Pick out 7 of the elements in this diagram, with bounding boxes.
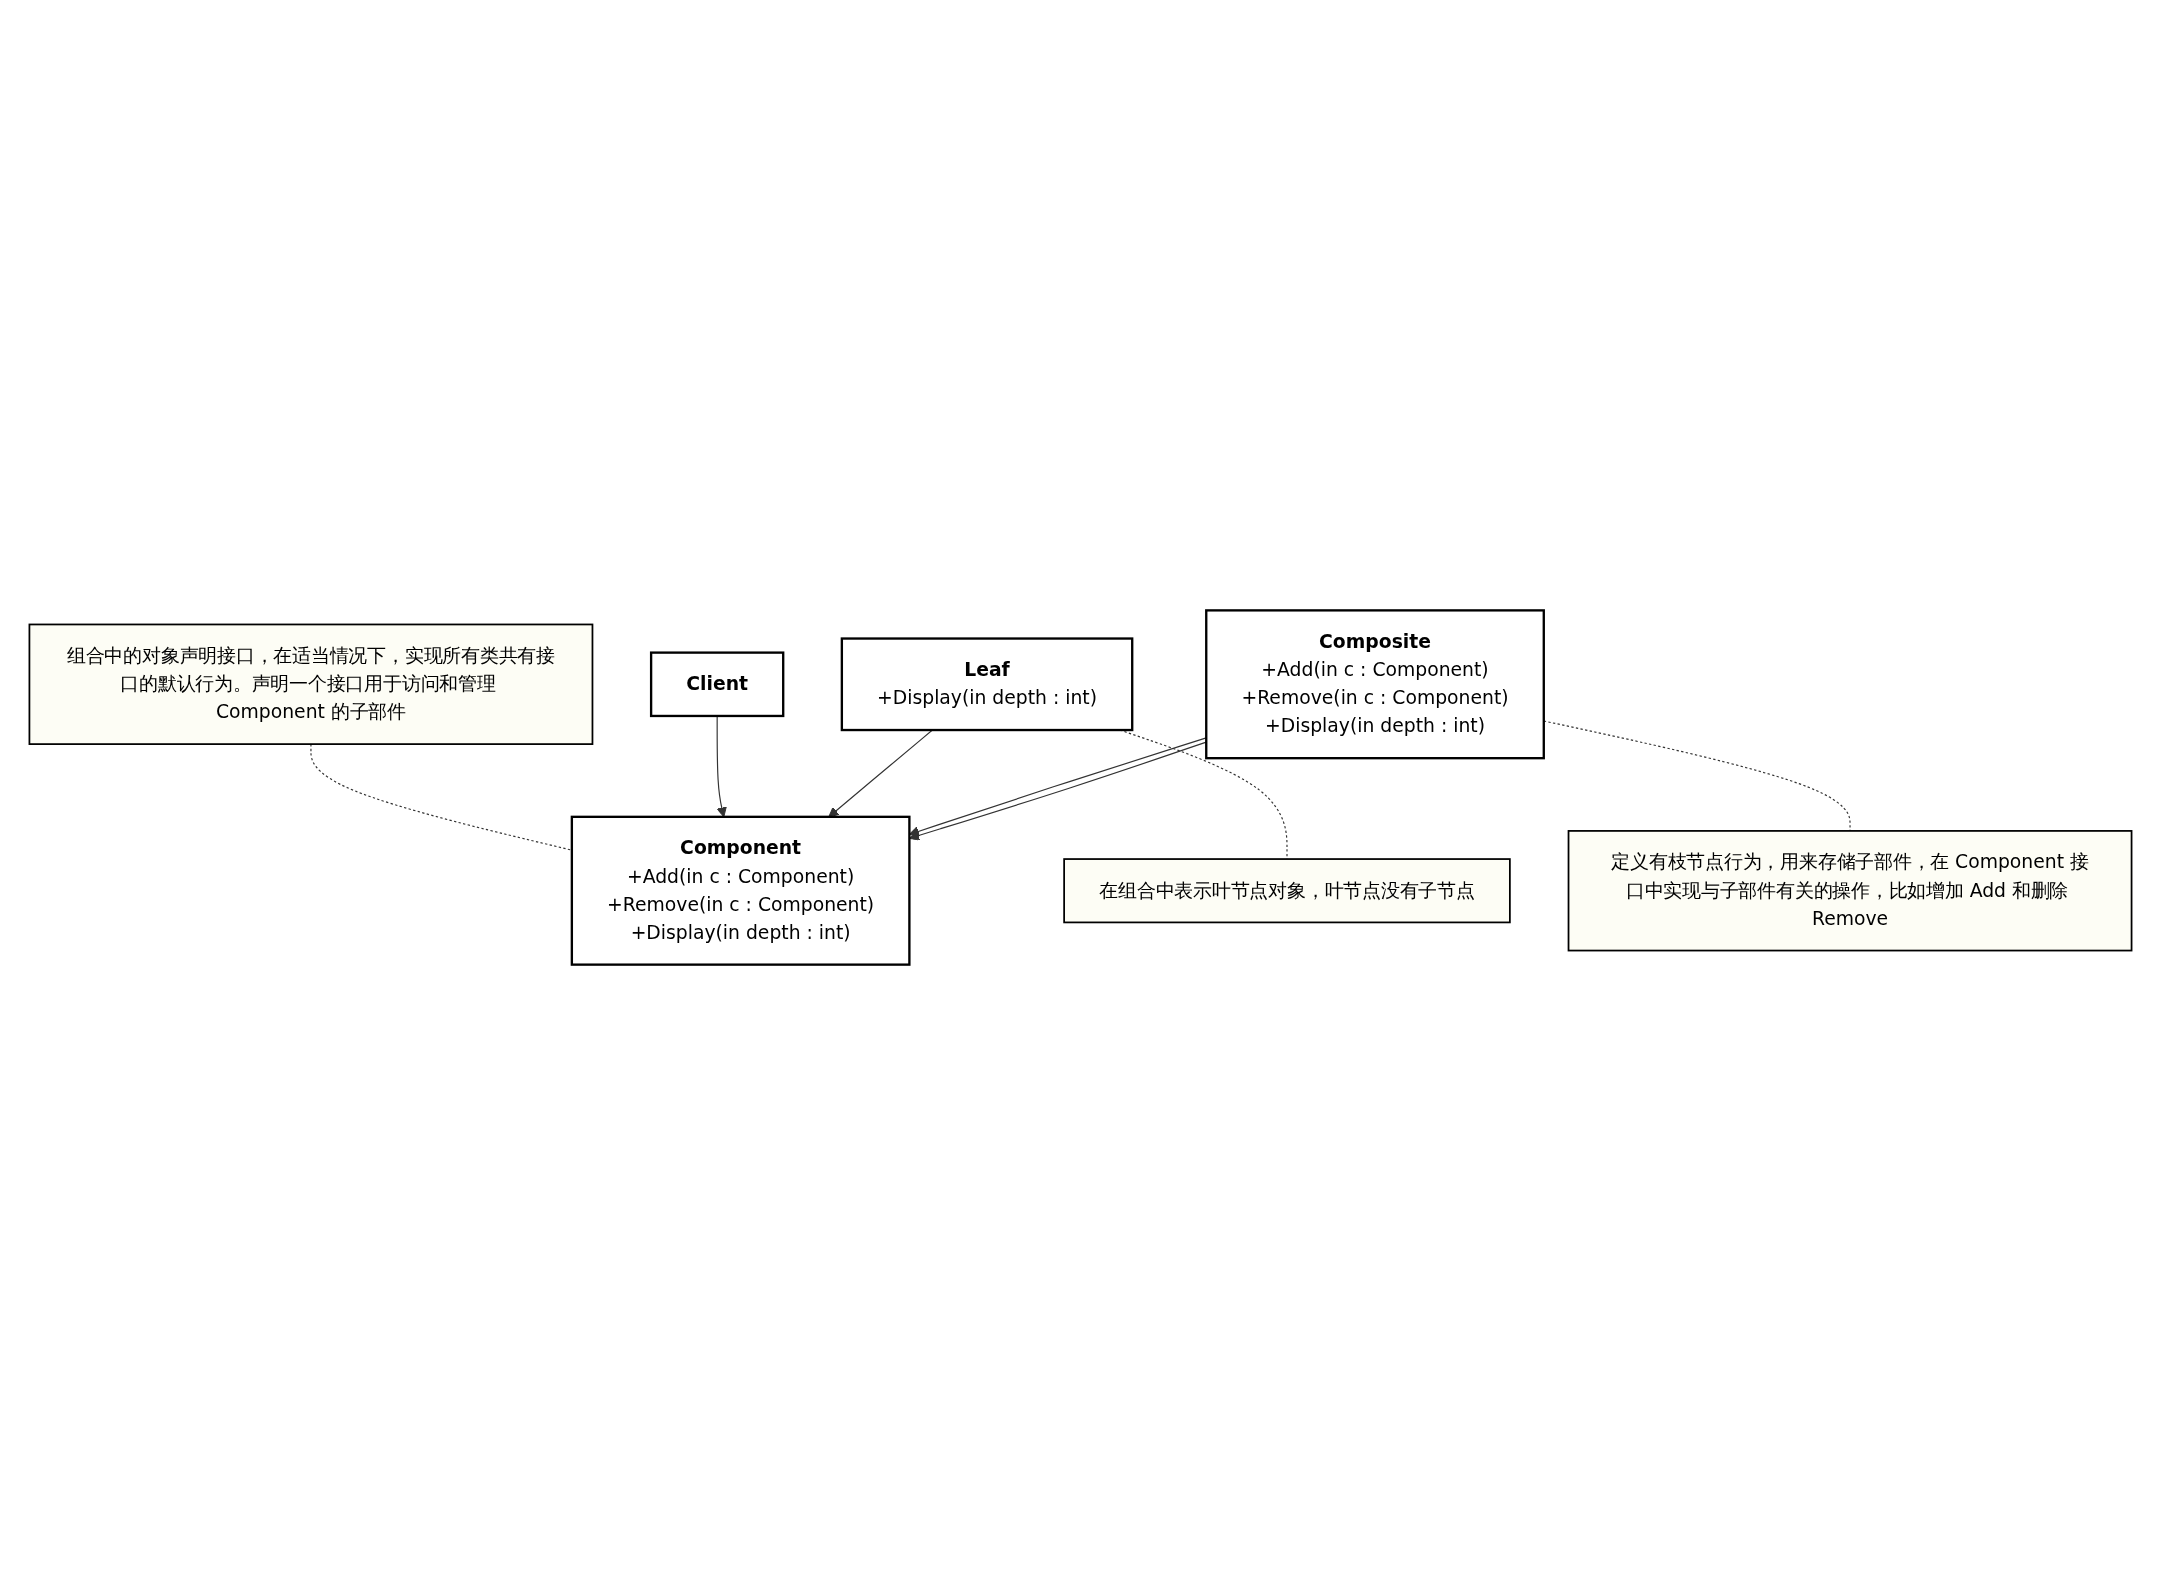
node-box: Leaf +Display(in depth : int) [840,637,1134,732]
node-box: 定义有枝节点行为，用来存储子部件，在 Component 接口中实现与子部件有关的操作，比如增加 Add 和删除 Remove [1567,830,2133,952]
node-box: Client [649,651,785,718]
node-box: 组合中的对象声明接口，在适当情况下，实现所有类共有接口的默认行为。声明一个接口用于访问和管理 Component 的子部件 [28,623,594,745]
node-box: Component +Add(in c : Component) +Remove(in c : Component) +Display(in depth : int) [570,815,911,966]
node-box: Composite +Add(in c : Component) +Remove(in c : Component) +Display(in depth : int) [1205,609,1545,760]
node-box: 在组合中表示叶节点对象，叶节点没有子节点 [1063,858,1511,924]
